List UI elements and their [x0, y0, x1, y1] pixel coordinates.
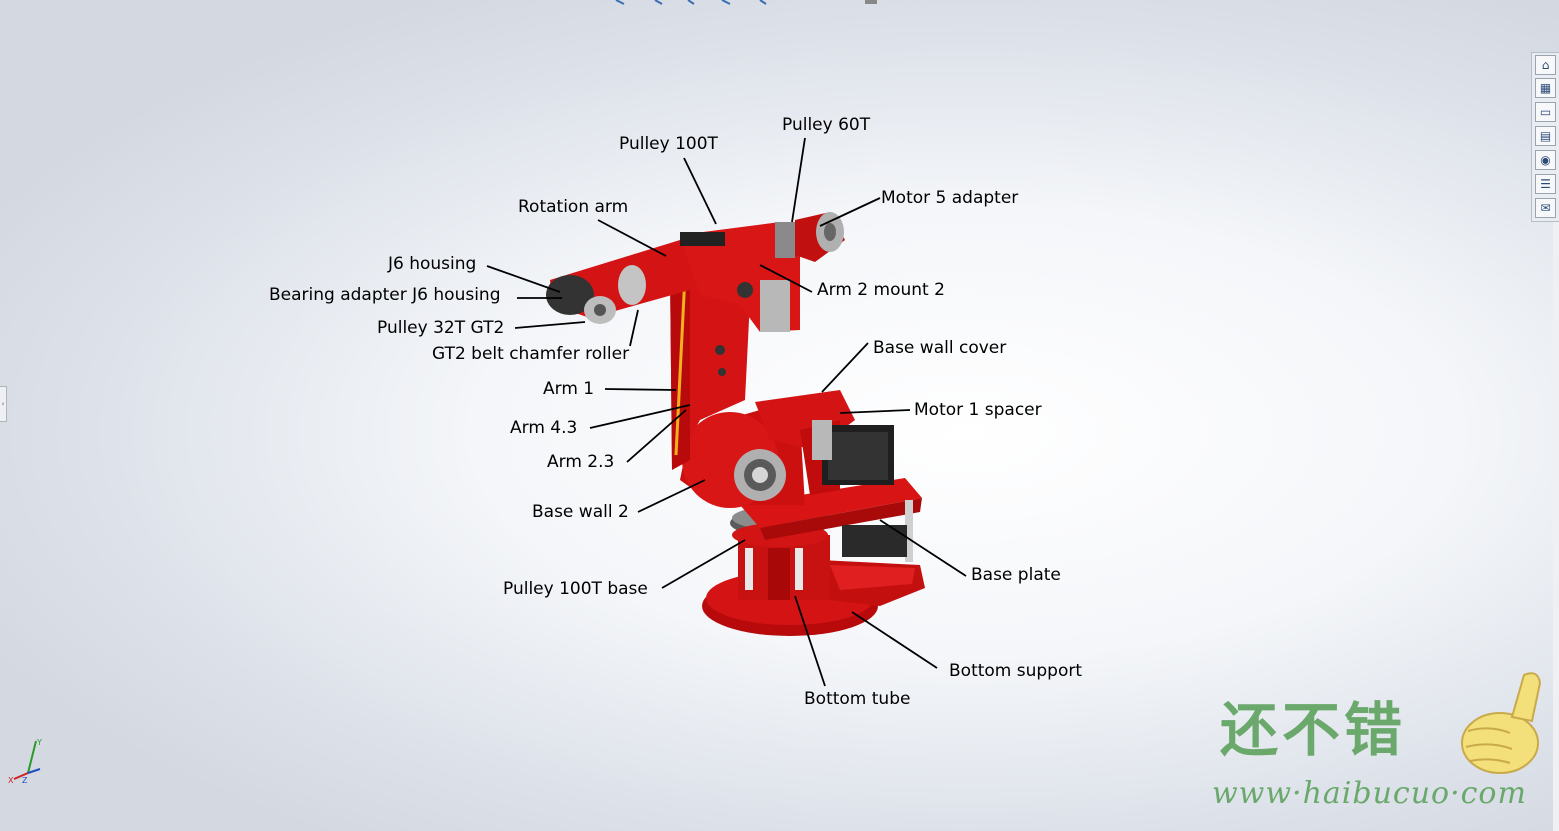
triad-z-label: Z: [22, 776, 28, 785]
motor-1-part: [812, 420, 894, 485]
arm-1-part: [670, 255, 750, 470]
triad-y-label: Y: [36, 738, 42, 747]
label-bearing-adapter-j6-housing: Bearing adapter J6 housing: [269, 285, 501, 305]
appearances-icon[interactable]: ◉: [1535, 150, 1556, 170]
label-base-wall-cover: Base wall cover: [873, 338, 1007, 358]
custom-properties-icon[interactable]: ☰: [1535, 174, 1556, 194]
home-icon[interactable]: ⌂: [1535, 55, 1556, 75]
label-pulley-32t-gt2: Pulley 32T GT2: [377, 318, 505, 338]
view-palette-icon[interactable]: ▤: [1535, 126, 1556, 146]
leader-lines: [486, 137, 967, 687]
label-arm-1: Arm 1: [543, 379, 595, 399]
label-pulley-60t: Pulley 60T: [782, 115, 871, 135]
label-pulley-100t: Pulley 100T: [619, 134, 718, 154]
thumbs-up-icon: [1461, 672, 1542, 774]
label-motor-5-adapter: Motor 5 adapter: [881, 188, 1019, 208]
label-j6-housing: J6 housing: [388, 254, 477, 274]
watermark-chinese-text: 还不错: [1220, 696, 1407, 764]
label-arm-4-3: Arm 4.3: [510, 418, 578, 438]
file-explorer-icon[interactable]: ▭: [1535, 102, 1556, 122]
label-arm-2-mount-2: Arm 2 mount 2: [817, 280, 945, 300]
label-gt2-belt-chamfer-roller: GT2 belt chamfer roller: [432, 344, 630, 364]
label-motor-1-spacer: Motor 1 spacer: [914, 400, 1042, 420]
label-bottom-support: Bottom support: [949, 661, 1083, 681]
label-rotation-arm: Rotation arm: [518, 197, 629, 217]
label-bottom-tube: Bottom tube: [804, 689, 911, 709]
j6-housing-part: [546, 265, 646, 324]
label-arm-2-3: Arm 2.3: [547, 452, 615, 472]
label-base-plate: Base plate: [971, 565, 1061, 585]
triad-x-label: X: [8, 776, 14, 785]
parts-library-icon[interactable]: ▦: [1535, 78, 1556, 98]
feature-manager-grip[interactable]: ‹: [0, 386, 7, 422]
heads-up-toolbar-clipped: [615, 0, 877, 5]
watermark-url: www·haibucuo·com: [1212, 776, 1527, 811]
label-base-wall-2: Base wall 2: [532, 502, 629, 522]
forum-icon[interactable]: ✉: [1535, 198, 1556, 218]
task-pane-tabs: ⌂ ▦ ▭ ▤ ◉ ☰ ✉: [1531, 52, 1559, 222]
label-pulley-100t-base: Pulley 100T base: [503, 579, 648, 599]
coordinate-triad: Y X Z: [8, 738, 42, 785]
right-scroll-strip: [1553, 222, 1559, 831]
motor-5-adapter-part: [775, 212, 845, 262]
